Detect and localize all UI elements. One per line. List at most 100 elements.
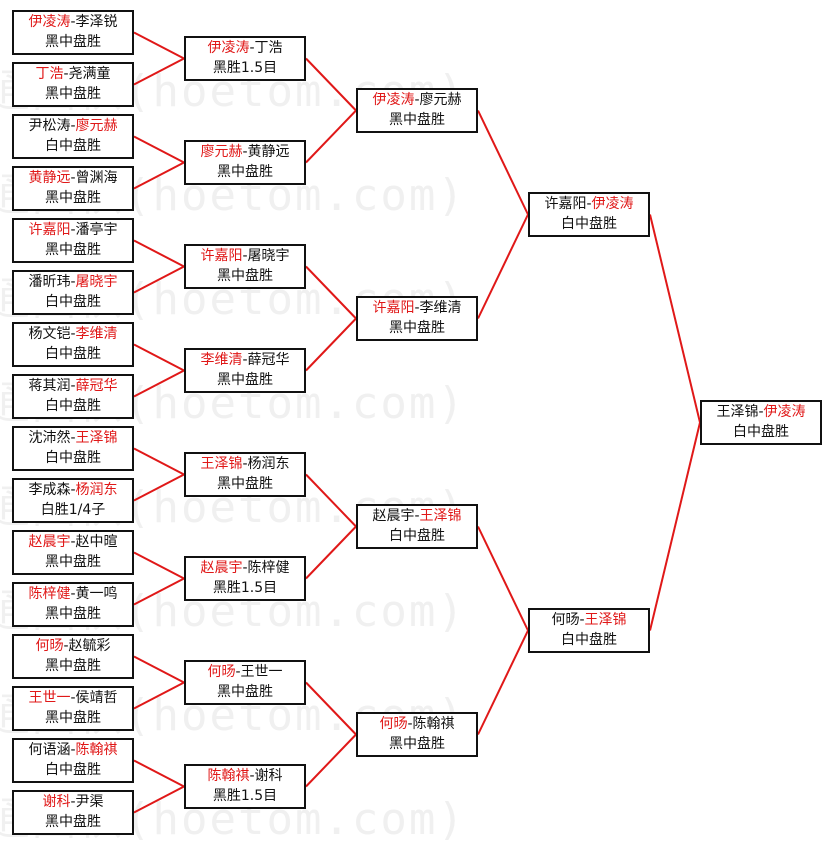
player-white: 陈翰祺 xyxy=(75,742,118,758)
match-result: 黑中盘胜 xyxy=(389,736,445,752)
player-black: 许嘉阳 xyxy=(372,300,415,316)
bracket-connector xyxy=(133,57,185,86)
match-box: 伊凌涛-李泽锐黑中盘胜 xyxy=(12,10,134,55)
player-black: 伊凌涛 xyxy=(207,40,250,56)
match-players: 王泽锦-伊凌涛 xyxy=(716,404,806,420)
match-players: 何旸-王世一 xyxy=(207,664,283,680)
match-result: 黑中盘胜 xyxy=(45,658,101,674)
bracket-connector xyxy=(133,265,185,294)
match-result: 黑中盘胜 xyxy=(217,476,273,492)
player-white: 王泽锦 xyxy=(419,508,462,524)
match-result: 黑中盘胜 xyxy=(45,554,101,570)
match-result: 黑中盘胜 xyxy=(45,242,101,258)
player-white: 赵毓彩 xyxy=(68,638,111,654)
player-white: 李维清 xyxy=(75,326,118,342)
match-box: 陈翰祺-谢科黑胜1.5目 xyxy=(184,764,306,809)
bracket-connector xyxy=(305,57,357,112)
player-white: 伊凌涛 xyxy=(763,404,806,420)
player-black: 何旸 xyxy=(379,716,408,732)
player-black: 何旸 xyxy=(35,638,64,654)
player-black: 王泽锦 xyxy=(716,404,759,420)
player-black: 赵晨宇 xyxy=(200,560,243,576)
match-result: 白中盘胜 xyxy=(45,346,101,362)
player-white: 王世一 xyxy=(240,664,283,680)
player-black: 何旸 xyxy=(207,664,236,680)
bracket-connector xyxy=(649,422,701,631)
bracket-connector xyxy=(133,343,185,372)
match-result: 黑胜1.5目 xyxy=(212,788,278,804)
player-white: 廖元赫 xyxy=(75,118,118,134)
match-box: 杨文铠-李维清白中盘胜 xyxy=(12,322,134,367)
bracket-connector xyxy=(305,109,357,164)
match-result: 白中盘胜 xyxy=(45,398,101,414)
match-box: 潘昕玮-屠晓宇白中盘胜 xyxy=(12,270,134,315)
match-result: 白中盘胜 xyxy=(561,216,617,232)
match-box: 廖元赫-黄静远黑中盘胜 xyxy=(184,140,306,185)
match-box: 丁浩-尧满童黑中盘胜 xyxy=(12,62,134,107)
player-white: 杨润东 xyxy=(75,482,118,498)
match-box: 许嘉阳-伊凌涛白中盘胜 xyxy=(528,192,650,237)
match-players: 蒋其润-薛冠华 xyxy=(28,378,118,394)
match-players: 黄静远-曾渊海 xyxy=(28,170,118,186)
player-white: 薛冠华 xyxy=(247,352,290,368)
match-players: 沈沛然-王泽锦 xyxy=(28,430,118,446)
match-result: 白中盘胜 xyxy=(45,762,101,778)
player-black: 何旸 xyxy=(551,612,580,628)
match-players: 陈梓健-黄一鸣 xyxy=(28,586,118,602)
player-white: 屠晓宇 xyxy=(75,274,118,290)
match-box: 尹松涛-廖元赫白中盘胜 xyxy=(12,114,134,159)
bracket-connector xyxy=(133,135,185,164)
match-players: 何旸-陈翰祺 xyxy=(379,716,455,732)
player-black: 王泽锦 xyxy=(200,456,243,472)
match-box: 王世一-侯靖哲黑中盘胜 xyxy=(12,686,134,731)
match-result: 黑中盘胜 xyxy=(45,710,101,726)
bracket-connector xyxy=(133,577,185,606)
player-black: 伊凌涛 xyxy=(372,92,415,108)
match-players: 伊凌涛-李泽锐 xyxy=(28,14,118,30)
match-box: 陈梓健-黄一鸣黑中盘胜 xyxy=(12,582,134,627)
match-players: 赵晨宇-陈梓健 xyxy=(200,560,290,576)
bracket-connector xyxy=(133,551,185,580)
bracket-connector xyxy=(477,526,529,631)
match-result: 黑中盘胜 xyxy=(45,814,101,830)
player-black: 尹松涛 xyxy=(28,118,71,134)
match-result: 黑胜1.5目 xyxy=(212,60,278,76)
match-result: 黑中盘胜 xyxy=(45,190,101,206)
player-black: 黄静远 xyxy=(28,170,71,186)
player-white: 伊凌涛 xyxy=(591,196,634,212)
bracket-connector xyxy=(305,733,357,788)
player-white: 侯靖哲 xyxy=(75,690,118,706)
player-white: 尹渠 xyxy=(75,794,104,810)
match-players: 丁浩-尧满童 xyxy=(35,66,111,82)
bracket-connector xyxy=(133,655,185,684)
match-result: 白中盘胜 xyxy=(45,138,101,154)
player-white: 王泽锦 xyxy=(584,612,627,628)
match-result: 白胜1/4子 xyxy=(40,502,106,518)
bracket-connector xyxy=(133,161,185,190)
match-box: 李成森-杨润东白胜1/4子 xyxy=(12,478,134,523)
player-black: 许嘉阳 xyxy=(28,222,71,238)
match-players: 许嘉阳-潘亭宇 xyxy=(28,222,118,238)
match-result: 黑胜1.5目 xyxy=(212,580,278,596)
bracket-connector xyxy=(305,317,357,372)
player-black: 许嘉阳 xyxy=(544,196,587,212)
player-black: 杨文铠 xyxy=(28,326,71,342)
match-players: 王泽锦-杨润东 xyxy=(200,456,290,472)
player-black: 陈梓健 xyxy=(28,586,71,602)
match-players: 李成森-杨润东 xyxy=(28,482,118,498)
player-black: 廖元赫 xyxy=(200,144,243,160)
player-black: 沈沛然 xyxy=(28,430,71,446)
match-result: 黑中盘胜 xyxy=(45,606,101,622)
match-result: 黑中盘胜 xyxy=(45,34,101,50)
player-white: 李维清 xyxy=(419,300,462,316)
player-black: 李成森 xyxy=(28,482,71,498)
match-result: 白中盘胜 xyxy=(45,450,101,466)
player-white: 陈翰祺 xyxy=(412,716,455,732)
match-players: 王世一-侯靖哲 xyxy=(28,690,118,706)
player-white: 屠晓宇 xyxy=(247,248,290,264)
match-box: 伊凌涛-廖元赫黑中盘胜 xyxy=(356,88,478,133)
match-box: 沈沛然-王泽锦白中盘胜 xyxy=(12,426,134,471)
match-players: 何旸-赵毓彩 xyxy=(35,638,111,654)
player-black: 赵晨宇 xyxy=(372,508,415,524)
bracket-connector xyxy=(133,785,185,814)
